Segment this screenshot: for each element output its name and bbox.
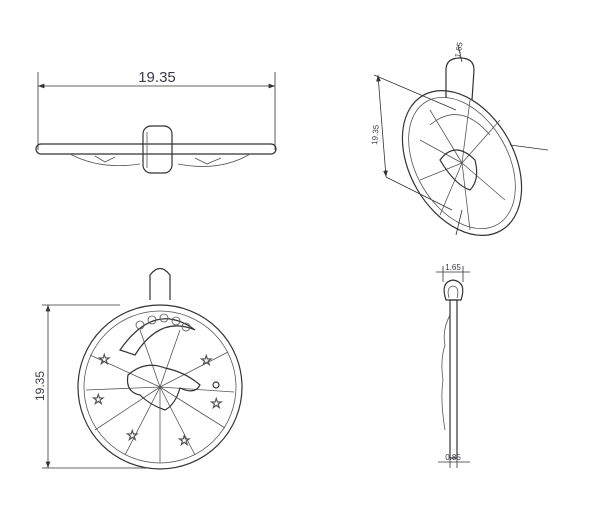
sunburst-rays — [85, 329, 235, 463]
front-outer-ring — [77, 304, 243, 470]
side-relief — [441, 314, 451, 431]
lion-figure — [126, 364, 201, 411]
side-bail-label: 1.65 — [445, 263, 461, 272]
svg-text:☆: ☆ — [210, 395, 223, 411]
iso-bail — [445, 57, 475, 101]
iso-bail-label: 1.65 — [453, 41, 465, 58]
top-view: 19.35 — [35, 69, 277, 174]
svg-text:☆: ☆ — [178, 432, 191, 448]
top-width-label: 19.35 — [138, 69, 176, 86]
svg-text:☆: ☆ — [200, 352, 213, 368]
gem-dot — [212, 381, 220, 389]
svg-text:☆: ☆ — [98, 351, 111, 367]
front-height-label: 19.35 — [33, 371, 47, 401]
bail-top — [142, 125, 173, 174]
isometric-view: 19.35 1.65 — [370, 41, 549, 236]
side-view: 1.65 0.85 — [436, 263, 470, 468]
stars: ☆ ☆ ☆ ☆ ☆ ☆ — [92, 351, 223, 449]
pendant-relief — [69, 153, 251, 167]
svg-text:☆: ☆ — [126, 427, 139, 443]
moon-stones — [135, 313, 191, 332]
front-bail — [149, 267, 171, 300]
side-thickness-label: 0.85 — [445, 453, 461, 462]
crescent-moon — [119, 318, 196, 356]
svg-text:☆: ☆ — [92, 391, 105, 407]
side-disc — [449, 299, 458, 459]
iso-lion — [439, 149, 478, 191]
iso-height-label: 19.35 — [370, 124, 381, 145]
side-bail — [443, 279, 464, 301]
iso-outer-ring — [401, 90, 523, 236]
pendant-edge — [35, 143, 277, 155]
front-view: 19.35 ☆ ☆ ☆ ☆ ☆ ☆ — [33, 267, 243, 470]
